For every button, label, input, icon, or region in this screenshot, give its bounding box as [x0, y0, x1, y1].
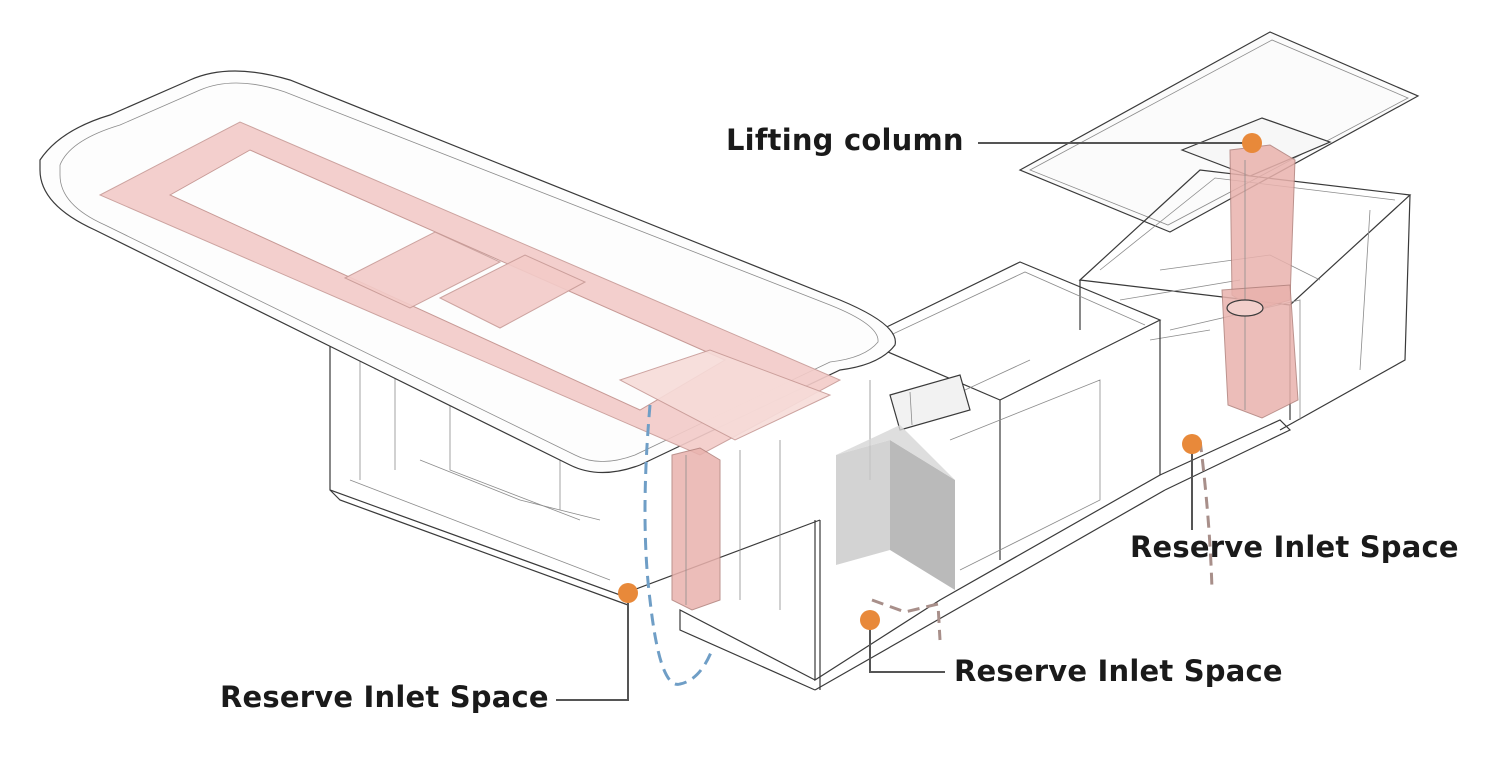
- cable-paths: [643, 404, 1214, 686]
- markers: [618, 133, 1262, 630]
- label-reserve-inlet-middle: Reserve Inlet Space: [954, 654, 1283, 688]
- right-lifting-column: [1221, 144, 1299, 419]
- label-reserve-inlet-right: Reserve Inlet Space: [1130, 530, 1459, 564]
- right-top-plate: [1018, 31, 1420, 233]
- marker-inlet-middle: [860, 610, 880, 630]
- label-reserve-inlet-left: Reserve Inlet Space: [220, 680, 549, 714]
- marker-inlet-right: [1182, 434, 1202, 454]
- right-cabinet: [1078, 169, 1412, 431]
- label-lifting-column: Lifting column: [726, 123, 964, 157]
- pink-frame: [98, 121, 842, 456]
- marker-inlet-left: [618, 583, 638, 603]
- marker-lifting-column: [1242, 133, 1262, 153]
- leader-lines: [556, 142, 1252, 701]
- left-lifting-column: [671, 447, 721, 611]
- middle-cabinet: [679, 261, 1292, 691]
